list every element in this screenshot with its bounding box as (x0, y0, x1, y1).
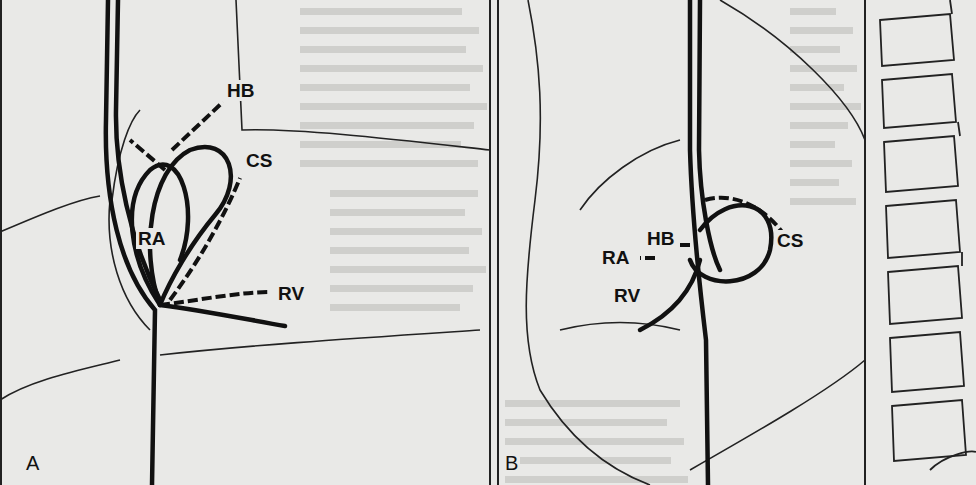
heart-label: RA (600, 247, 631, 268)
panel-letter: A (24, 452, 41, 474)
panel-letter: B (503, 452, 520, 474)
heart-label: RV (276, 283, 306, 304)
heart-label: RA (136, 228, 167, 249)
heart-label: CS (775, 230, 805, 251)
heart-label: HB (225, 80, 256, 101)
heart-label: HB (645, 228, 676, 249)
heart-label: RV (612, 285, 642, 306)
heart-label: CS (244, 150, 274, 171)
